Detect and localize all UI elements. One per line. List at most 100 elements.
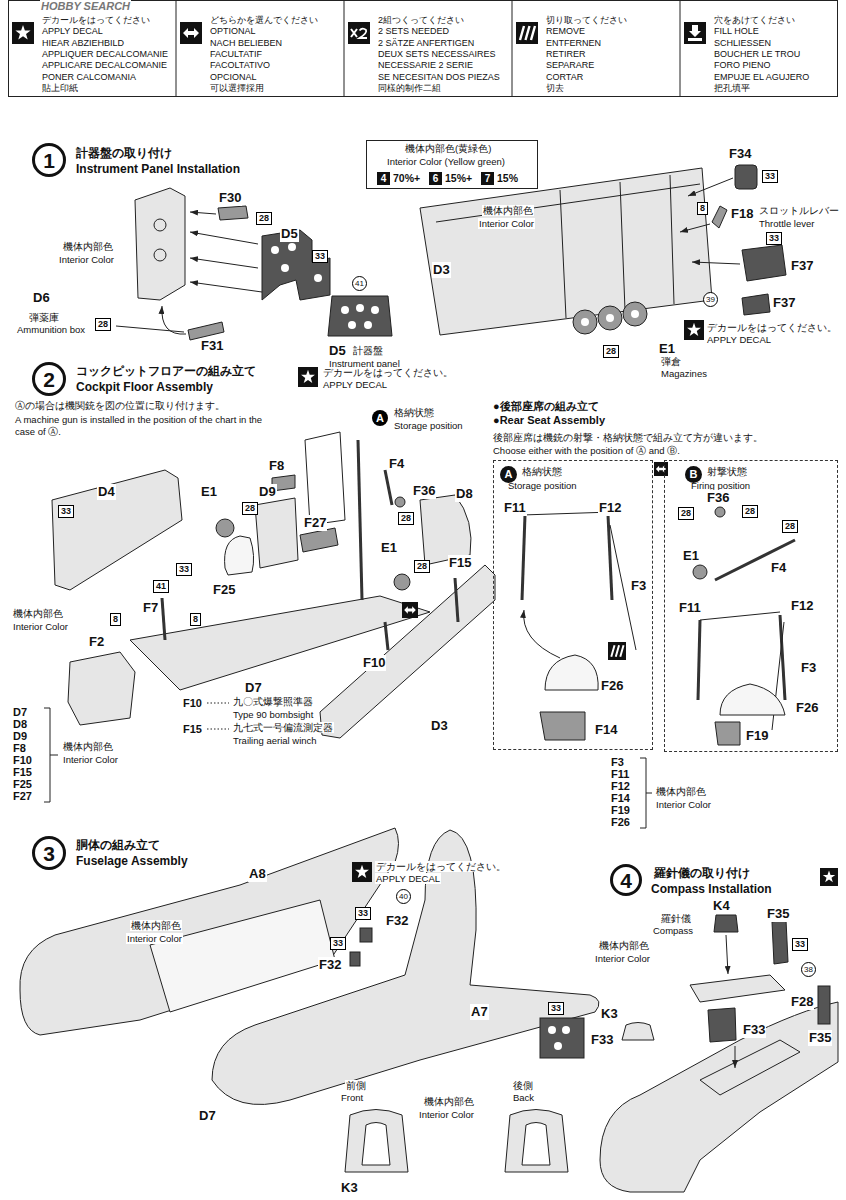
step-title: Fuselage Assembly [75, 854, 189, 868]
legend-text: RETIRER [546, 49, 586, 60]
drawing-part [516, 22, 538, 44]
paint-callout: 28 [256, 212, 272, 225]
drawing-part [742, 294, 770, 315]
drawing-part [608, 642, 626, 660]
part-number: F7 [142, 600, 159, 616]
note-text: 機体内部色 [655, 786, 707, 797]
part-number: F36 [412, 483, 436, 499]
legend-text: SEPARARE [546, 60, 594, 71]
part-number: D4 [97, 484, 116, 500]
paint-number: 6 [429, 172, 442, 185]
part-number: F12 [790, 598, 814, 614]
part-number: F15 [448, 555, 472, 571]
paint-number: 7 [481, 172, 494, 185]
step-title: Instrument Panel Installation [75, 162, 241, 176]
drawing-part [684, 22, 706, 44]
step-number: 3 [32, 836, 66, 870]
drawing-part [436, 175, 700, 318]
note-text: Ⓐの場合は機関銃を図の位置に取り付けます。 [14, 400, 226, 411]
note-text: Interior Color [594, 953, 651, 964]
drawing-part [44, 708, 58, 802]
paint-callout: 33 [355, 907, 371, 920]
section-title: ●Rear Seat Assembly [492, 414, 606, 427]
part-number: E1 [200, 484, 218, 500]
note-text: 後側 [512, 1080, 534, 1091]
drawing-part [385, 470, 392, 505]
rear-seat-drawing [522, 462, 795, 828]
drawing-part [698, 620, 700, 700]
legend-text: FACULTATIF [210, 49, 262, 60]
part-number: D9 [258, 484, 277, 500]
paint-callout: 33 [792, 938, 808, 951]
drawing-part [654, 462, 668, 476]
part-number: F31 [200, 338, 224, 354]
step-number-text: 2 [43, 369, 55, 390]
legend-text: 可以選擇採用 [210, 83, 264, 94]
note-text: Interior Color [478, 218, 535, 229]
decal-callout: 39 [703, 292, 718, 307]
part-number: D7 [244, 680, 263, 696]
part-number: F27 [303, 515, 327, 531]
drawing-part [688, 178, 733, 196]
symbol-legend-cell: 切り取ってくださいREMOVEENTFERNENRETIRERSEPARAREC… [512, 0, 680, 97]
drawing-part [522, 1123, 550, 1166]
drawing-part [341, 306, 349, 314]
note-text: Interior Color [126, 933, 183, 944]
part-number: F36 [706, 490, 730, 506]
note-text: Type 90 bombsight [232, 709, 314, 720]
note-text: 計器盤 [352, 345, 384, 356]
legend-text: APPLY DECAL [42, 26, 103, 37]
note-text: Interior Color [655, 799, 712, 810]
note-text: Compass [652, 925, 694, 936]
step-number-text: 1 [43, 150, 55, 171]
note-text: Choose either with the position of Ⓐ and… [492, 445, 681, 456]
legend-text: デカールをはってください [42, 15, 150, 26]
part-number: F11 [678, 600, 702, 616]
drawing-part [700, 612, 780, 620]
paint-callout: 33 [176, 563, 192, 576]
legend-text: 2組つくってください [378, 15, 464, 26]
part-number: F37 [790, 258, 814, 274]
drawing-part [640, 758, 652, 828]
drawing-part [180, 22, 202, 44]
note-text: 前側 [345, 1080, 367, 1091]
drawing-part [402, 602, 418, 618]
paint-callout: 41 [153, 580, 169, 593]
paint-callout: 33 [330, 937, 346, 950]
part-number: F26 [795, 700, 819, 716]
part-number: D8 [455, 486, 474, 502]
paint-callout: 33 [548, 1002, 564, 1015]
note-text: Trailing aerial winch [232, 735, 318, 746]
drawing-part [12, 22, 34, 44]
drawing-part [255, 498, 298, 568]
part-number: A7 [470, 1004, 489, 1020]
drawing-part [356, 304, 364, 312]
part-number: D3 [430, 718, 449, 734]
legend-text: REMOVE [546, 26, 585, 37]
legend-text: NECESSARIE 2 SERIE [378, 60, 473, 71]
note-text: 羅針儀 [660, 913, 692, 924]
part-number: K3 [600, 1006, 619, 1022]
drawing-part [207, 703, 229, 729]
legend-text: ENTFERNEN [546, 38, 601, 49]
part-number: F33 [590, 1032, 614, 1048]
drawing-part [348, 22, 370, 44]
part-number: E1 [380, 540, 398, 556]
section-title: ●後部座席の組み立て [492, 400, 600, 413]
part-number: F26 [600, 678, 624, 694]
note-text: 機体内部色(黄緑色) [405, 144, 491, 155]
step-title: 羅針儀の取り付け [653, 866, 751, 880]
drawing-part [708, 1008, 736, 1042]
legend-text: OPCIONAL [210, 72, 257, 83]
drawing-part [540, 712, 585, 740]
drawing-part [693, 565, 707, 579]
legend-text: 2 SETS NEEDED [378, 26, 449, 37]
part-number: D7 [198, 1108, 217, 1124]
part-number: F30 [218, 190, 242, 206]
drawing-part [573, 310, 597, 334]
part-number: F27 [12, 790, 33, 803]
drawing-part [562, 1026, 570, 1034]
symbol-legend-cell: どちらかを選んでくださいOPTIONALNACH BELIEBENFACULTA… [176, 0, 344, 97]
drawing-part [190, 258, 258, 268]
step-title: コックピットフロアーの組み立て [75, 364, 257, 378]
